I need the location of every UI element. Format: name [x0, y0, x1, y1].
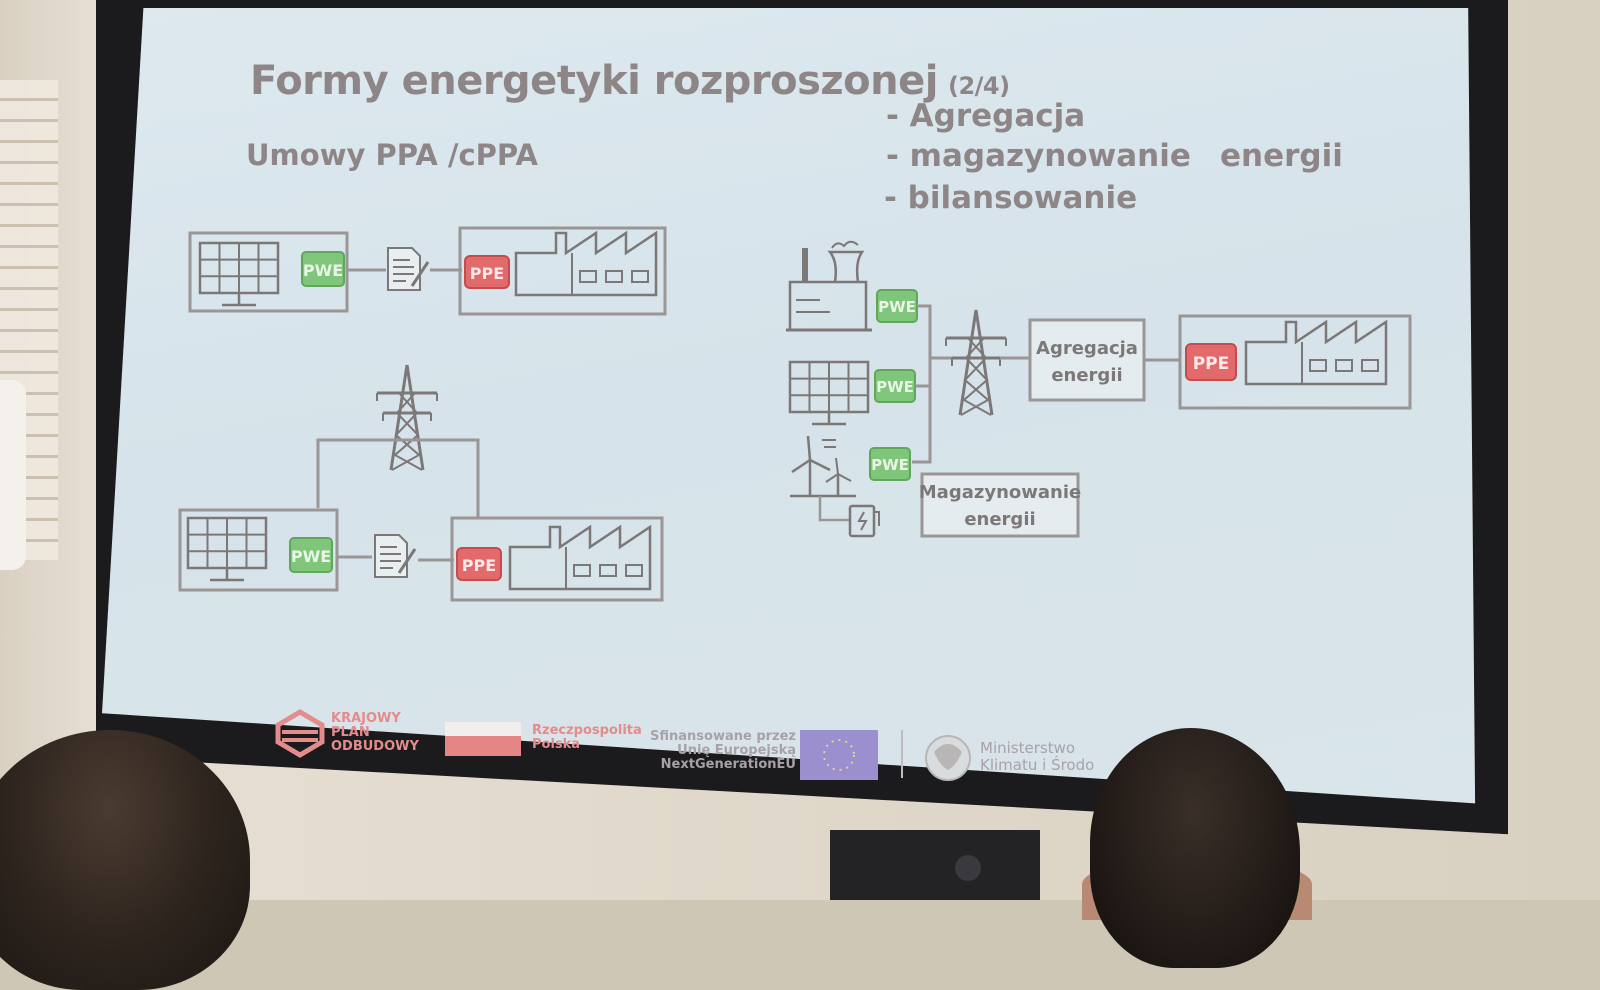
factory-icon: [1244, 320, 1388, 386]
ministry-text: Ministerstwo Klimatu i Środo: [980, 740, 1094, 774]
kpo-line: KRAJOWY: [331, 711, 401, 726]
energy-diagram: PWE PPE PWE PPE: [178, 226, 1412, 781]
rp-line: Polska: [532, 737, 581, 752]
factory-frame-3: [1178, 314, 1412, 410]
monitor-screen: [102, 8, 1476, 804]
pwe-label: PWE: [291, 547, 331, 566]
solar-frame-1: [188, 231, 349, 313]
contract-icon: [386, 246, 430, 292]
pwe-badge: [301, 251, 345, 287]
cppa-diagram: PWE PPE: [178, 363, 664, 602]
ppa-diagram: PWE PPE: [188, 226, 667, 316]
monitor-stand-knob: [955, 855, 981, 881]
pwe-label: PWE: [876, 378, 914, 396]
solar-frame-2: [178, 508, 339, 592]
ppe-label: PPE: [462, 556, 496, 575]
pwe-label: PWE: [878, 298, 916, 316]
poland-flag: [445, 722, 521, 756]
ppe-badge: [464, 255, 510, 289]
slide-title: Formy energetyki rozproszonej (2/4): [250, 58, 1010, 104]
ppe-label: PPE: [470, 264, 504, 283]
ppe-badge: [456, 547, 502, 581]
factory-icon: [508, 525, 652, 591]
ministry-line: Klimatu i Środo: [980, 756, 1095, 774]
eu-line: Unię Europejską: [677, 743, 796, 758]
rp-text: Rzeczpospolita Polska: [532, 724, 642, 752]
storage-box: [920, 472, 1080, 538]
slide-subtitle: Umowy PPA /cPPA: [246, 138, 538, 172]
kpo-line: ODBUDOWY: [331, 739, 419, 754]
pylon-icon: [375, 363, 439, 472]
brick-column: [0, 80, 58, 560]
aggregation-box: [1028, 318, 1146, 402]
storage-label-2: energii: [964, 509, 1035, 530]
power-plant-icon: [786, 240, 872, 332]
contract-icon: [373, 533, 417, 579]
storage-label-1: Magazynowanie: [919, 482, 1081, 503]
aggregation-label-1: Agregacja: [1036, 338, 1138, 359]
bullet-agregacja: - Agregacja: [886, 98, 1086, 134]
wind-turbine-icon: [790, 435, 856, 498]
pylon-icon: [944, 308, 1008, 417]
rp-line: Rzeczpospolita: [532, 723, 642, 738]
solar-icon: [198, 241, 280, 307]
eagle-emblem: [925, 735, 971, 781]
pwe-badge: [289, 537, 333, 573]
kpo-text: KRAJOWY PLAN ODBUDOWY: [331, 712, 419, 754]
kpo-line: PLAN: [331, 725, 370, 740]
pwe-label: PWE: [303, 261, 343, 280]
charging-station-icon: [818, 496, 880, 538]
ministry-line: Ministerstwo: [980, 739, 1076, 757]
pwe-label: PWE: [871, 456, 909, 474]
slide-page-indicator: (2/4): [947, 72, 1010, 100]
solar-icon: [186, 516, 268, 582]
factory-frame-1: [458, 226, 667, 316]
eu-line: NextGenerationEU: [660, 757, 796, 772]
ppe-badge: [1185, 343, 1237, 381]
factory-icon: [514, 231, 658, 297]
aggregation-label-2: energii: [1051, 365, 1122, 386]
bullet-magazynowanie: - magazynowanie: [886, 138, 1191, 174]
aggregation-diagram: PWE PWE PWE Agregacja: [786, 240, 1412, 538]
kpo-logo: [275, 709, 325, 758]
bullet-bilansowanie: - bilansowanie: [884, 180, 1138, 216]
pwe-badge: [869, 447, 911, 481]
bullet-energii: energii: [1220, 138, 1343, 174]
solar-icon: [788, 360, 870, 426]
eu-funding-text: Sfinansowane przez Unię Europejską NextG…: [650, 730, 796, 772]
ppe-label: PPE: [1193, 354, 1230, 374]
slide-title-text: Formy energetyki rozproszonej: [250, 58, 938, 104]
eu-line: Sfinansowane przez: [650, 729, 796, 744]
eu-flag: [800, 730, 878, 780]
white-object: [0, 380, 26, 570]
factory-frame-2: [450, 516, 664, 602]
monitor-stand: [830, 830, 1040, 900]
